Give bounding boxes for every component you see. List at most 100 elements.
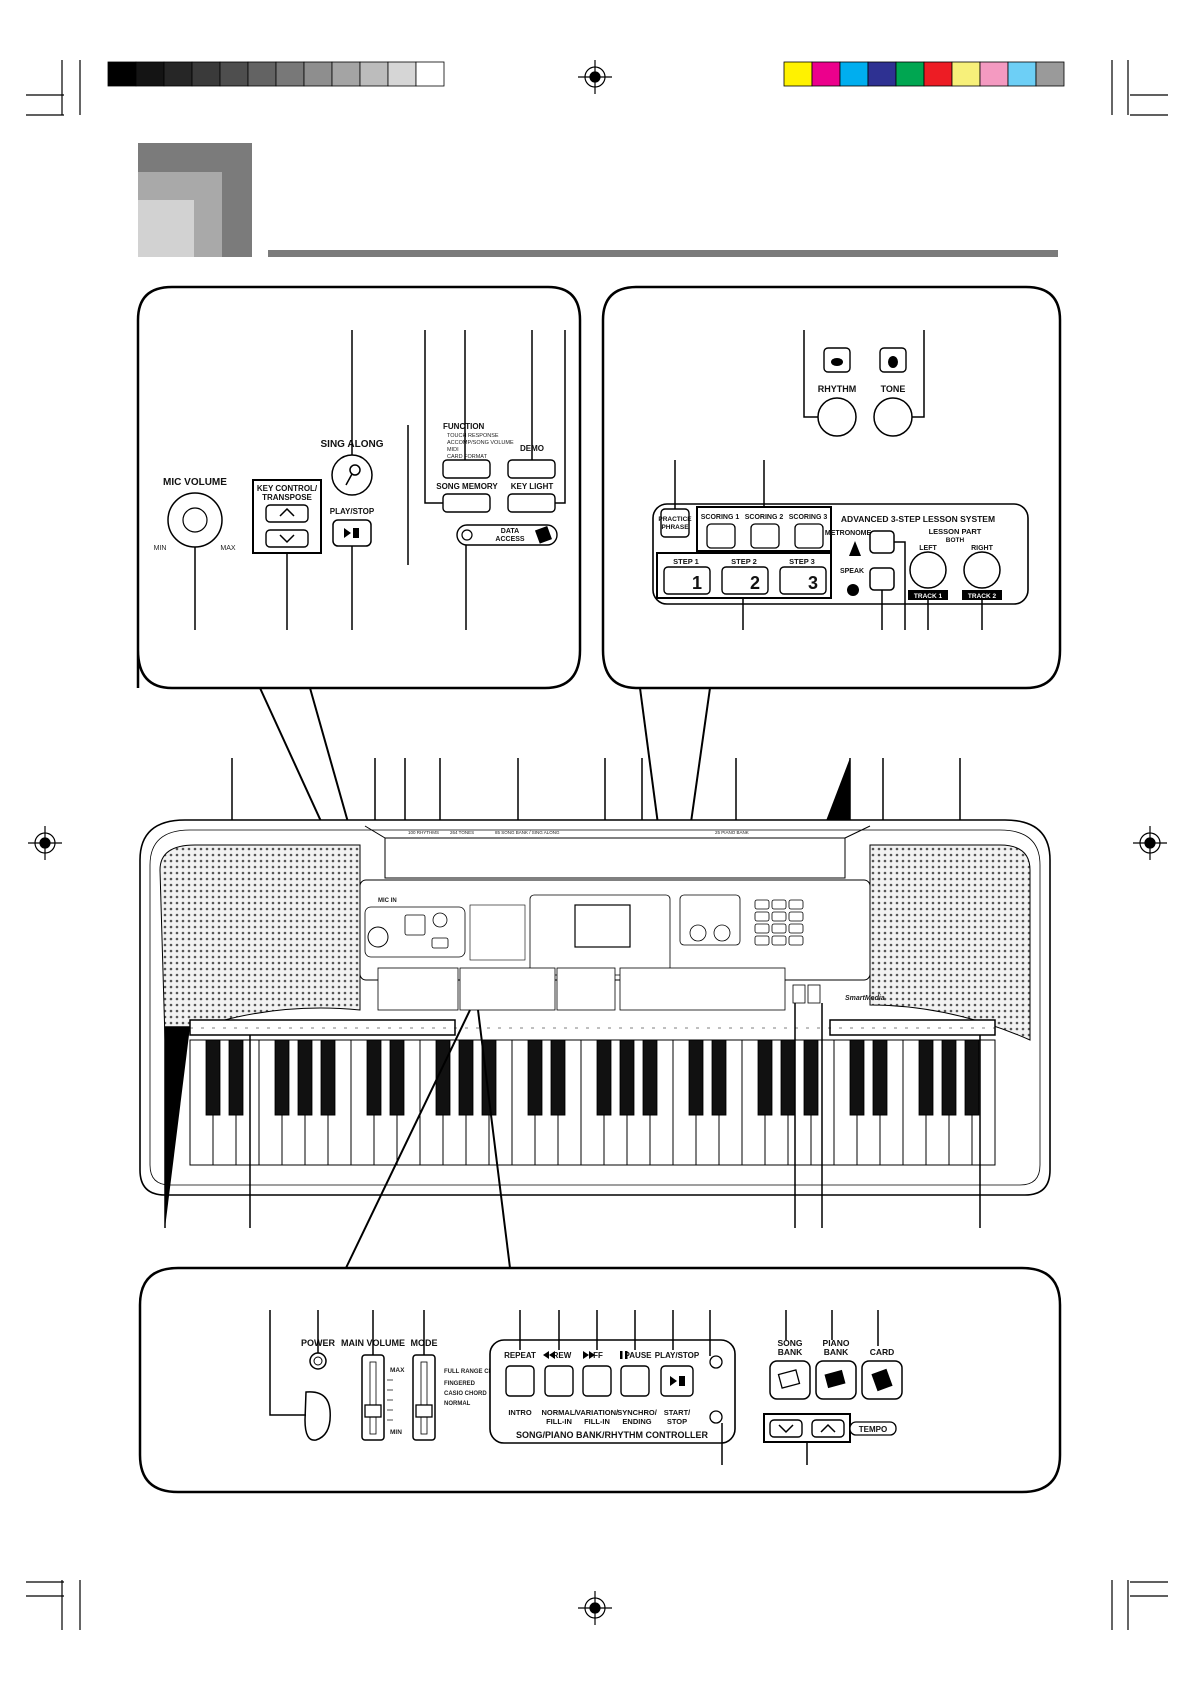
key-control-label: KEY CONTROL/ [257,484,318,493]
mode-option-3: CASIO CHORD [444,1391,487,1397]
chevron-down-icon [279,534,295,544]
process-color-bar [783,61,1065,87]
lcd-display [574,904,631,948]
left-label: LEFT [919,545,937,552]
mic-in-label: MIC IN [378,898,397,904]
black-key [872,1039,888,1116]
number-pad [754,899,804,946]
metronome-icon [849,541,861,556]
gray-swatch [247,61,277,87]
lesson-system-title: ADVANCED 3-STEP LESSON SYSTEM [841,514,995,524]
numpad-key [754,911,770,922]
gray-swatch [331,61,361,87]
data-access-lamp [461,529,473,541]
gray-swatch [107,61,137,87]
transpose-label: TRANSPOSE [262,493,312,502]
registration-target-top [578,60,612,94]
gray-swatch [275,61,305,87]
step-1-number: 1 [692,573,702,593]
power-switch[interactable] [304,1391,331,1441]
numpad-key [788,923,804,934]
numpad-key [771,935,787,946]
leader-lines-panel2 [674,330,983,630]
function-button[interactable] [442,459,491,479]
color-swatch [979,61,1009,87]
both-label: BOTH [946,537,965,544]
tempo-down-button[interactable] [769,1419,803,1438]
step-1-button[interactable] [663,566,711,595]
function-item-1: TOUCH RESPONSE [447,433,499,439]
callout-panel-left: MIC VOLUME MIN MAX KEY CONTROL/ TRANSPOS… [136,285,582,901]
step-2-button[interactable] [721,566,769,595]
left-hand-button[interactable] [909,551,947,589]
tone-button[interactable] [873,397,913,437]
repeat-intro-button[interactable] [505,1365,535,1397]
data-access-label-2: ACCESS [495,536,525,543]
controller-lamp-bottom [709,1410,723,1424]
right-hand-button[interactable] [963,551,1001,589]
variation-label: VARIATION/ [576,1408,619,1417]
key-light-button[interactable] [507,493,556,513]
black-key [918,1039,934,1116]
scoring-3-label: SCORING 3 [789,514,828,521]
black-key [849,1039,865,1116]
play-stop-label-2: PLAY/STOP [655,1351,700,1360]
black-key [619,1039,635,1116]
repeat-label: REPEAT [504,1351,536,1360]
black-keys [205,1039,980,1116]
mode-option-2: FINGERED [444,1381,476,1387]
rew-label: REW [553,1351,572,1360]
chevron-up-icon [820,1423,836,1433]
gray-swatch [191,61,221,87]
function-item-2: ACCOMP/SONG VOLUME [447,440,514,446]
ff-label: FF [593,1351,603,1360]
numpad-key [754,923,770,934]
black-key [366,1039,382,1116]
tone-label: TONE [881,384,906,394]
gray-swatch [359,61,389,87]
right-speaker [869,844,1031,1041]
play-pause-icon [344,528,359,538]
piano-book-icon [824,1369,846,1389]
metronome-button[interactable] [869,530,895,554]
scoring-1-button[interactable] [706,523,736,549]
keyboard-illustration: 100 RHYTHMS 264 TONES 85 SONG BANK / SIN… [139,758,1051,1271]
scoring-1-label: SCORING 1 [701,514,740,521]
scoring-3-button[interactable] [794,523,824,549]
ff-variation-fill-button[interactable] [582,1365,612,1397]
callout-panel-right: RHYTHM TONE PRACTICE PHRASE SCORING 1 SC… [601,285,1062,901]
song-bank-label-2: BANK [778,1347,803,1357]
sing-along-play-stop-button[interactable] [332,519,372,547]
data-access-label: DATA [501,528,519,535]
registration-target-right [1133,826,1167,860]
callout-panel-bottom: POWER MAIN VOLUME MAX MIN MODE FULL RANG… [138,1266,1062,1494]
mode-option-1: FULL RANGE CHORD [444,1369,507,1375]
demo-button[interactable] [507,459,556,479]
key-down-button[interactable] [265,529,309,548]
pause-synchro-button[interactable] [620,1365,650,1397]
rhythm-button[interactable] [817,397,857,437]
step-1-label: STEP 1 [673,557,699,566]
step-2-number: 2 [750,573,760,593]
leader-lines-panel1 [194,330,566,630]
rew-normal-fill-button[interactable] [544,1365,574,1397]
piano-bank-label-2: BANK [824,1347,849,1357]
black-key [228,1039,244,1116]
song-memory-button[interactable] [442,493,491,513]
key-up-button[interactable] [265,504,309,523]
step-3-button[interactable] [779,566,827,595]
black-key [527,1039,543,1116]
step-2-label: STEP 2 [731,557,757,566]
tempo-label: TEMPO [859,1425,887,1434]
fill-in-label: FILL-IN [546,1417,572,1426]
black-key [205,1039,221,1116]
numpad-key [771,923,787,934]
key-light-label: KEY LIGHT [511,482,554,491]
speak-button[interactable] [869,567,895,591]
scoring-2-button[interactable] [750,523,780,549]
tempo-up-button[interactable] [811,1419,845,1438]
practice-phrase-button[interactable] [660,508,690,538]
start-label: START/ [664,1408,691,1417]
play-stop-label: PLAY/STOP [330,507,375,516]
